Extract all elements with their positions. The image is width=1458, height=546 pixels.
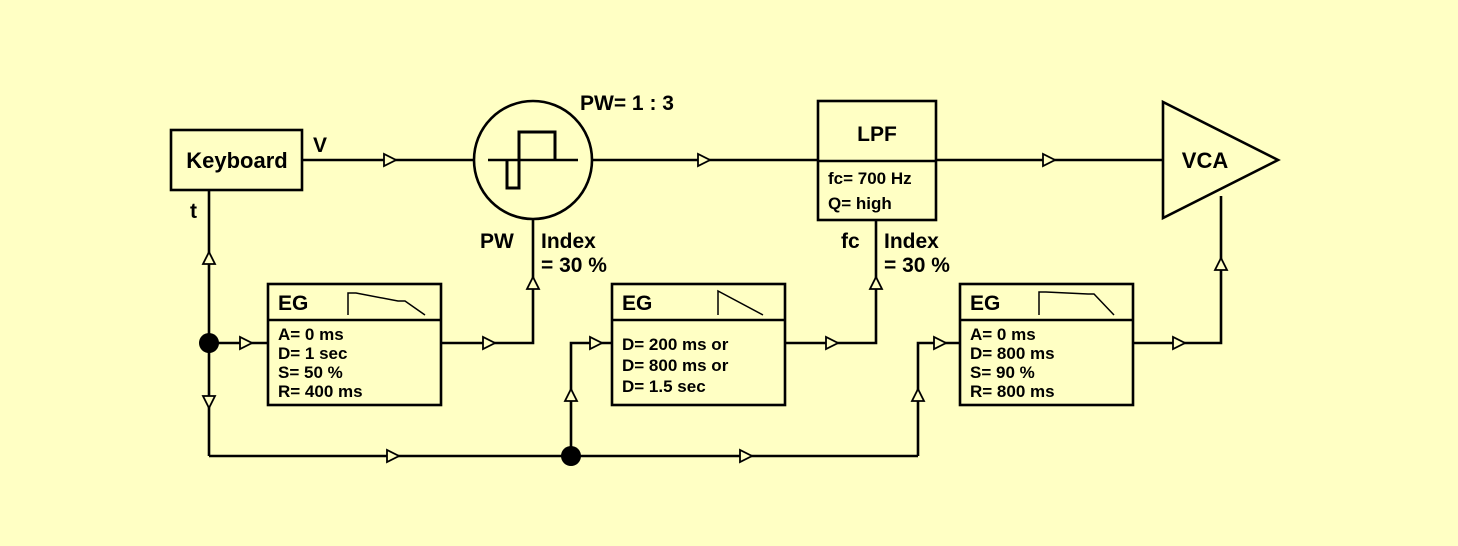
- eg3-title: EG: [970, 292, 1000, 315]
- eg1-sustain: S= 50 %: [278, 363, 343, 382]
- arrow-up-icon: [525, 274, 541, 290]
- keyboard-box: [169, 128, 304, 192]
- keyboard-label: Keyboard: [186, 148, 287, 173]
- eg2-decay-medium: D= 800 ms or: [622, 356, 729, 375]
- lpf-title: LPF: [857, 123, 897, 146]
- arrow-up-icon: [910, 386, 926, 402]
- oscillator-circle: [472, 99, 594, 221]
- eg1-box: [266, 282, 443, 407]
- arrow-up-icon: [868, 274, 884, 290]
- envelope-generator-3: EG A= 0 ms D= 800 ms S= 90 % R= 800 ms: [958, 282, 1135, 407]
- oscillator-block: PW= 1 : 3 PW Index = 30 %: [472, 92, 674, 277]
- arrow-right-icon: [1172, 335, 1188, 351]
- osc-index-label: Index: [541, 230, 596, 253]
- arrow-up-icon: [1213, 255, 1229, 271]
- decay-envelope-icon: [717, 289, 764, 316]
- eg2-title: EG: [622, 292, 652, 315]
- pitch-output-label: V: [313, 134, 327, 157]
- wire-eg2-to-lpf-fc: [785, 220, 878, 345]
- wire-eg1-to-osc-pw: [441, 220, 535, 345]
- keyboard-block: Keyboard V t: [169, 128, 327, 223]
- vca-block: VCA: [1161, 99, 1281, 221]
- eg1-title: EG: [278, 292, 308, 315]
- arrow-right-icon: [739, 448, 755, 464]
- eg3-sustain: S= 90 %: [970, 363, 1035, 382]
- osc-index-value: = 30 %: [541, 254, 607, 277]
- eg1-decay: D= 1 sec: [278, 344, 347, 363]
- osc-mod-target-label: PW: [480, 230, 514, 253]
- arrow-up-icon: [563, 386, 579, 402]
- eg3-attack: A= 0 ms: [970, 325, 1036, 344]
- arrow-right-icon: [482, 335, 498, 351]
- eg3-release: R= 800 ms: [970, 382, 1055, 401]
- arrow-right-icon: [589, 335, 605, 351]
- arrow-right-icon: [1042, 152, 1058, 168]
- arrow-down-icon: [201, 395, 217, 411]
- pulse-width-ratio: PW= 1 : 3: [580, 92, 674, 115]
- eg1-attack: A= 0 ms: [278, 325, 344, 344]
- lpf-index-value: = 30 %: [884, 254, 950, 277]
- adsr-envelope-icon: [347, 292, 426, 316]
- lpf-resonance: Q= high: [828, 194, 892, 213]
- lpf-cutoff: fc= 700 Hz: [828, 169, 912, 188]
- arrow-right-icon: [825, 335, 841, 351]
- eg2-decay-long: D= 1.5 sec: [622, 377, 706, 396]
- arrow-right-icon: [239, 335, 255, 351]
- vca-label: VCA: [1182, 148, 1229, 173]
- envelope-generator-2: EG D= 200 ms or D= 800 ms or D= 1.5 sec: [610, 282, 787, 407]
- envelope-generator-1: EG A= 0 ms D= 1 sec S= 50 % R= 400 ms: [266, 282, 443, 407]
- wire-gate-to-eg3: [916, 341, 960, 456]
- lpf-block: LPF fc= 700 Hz Q= high fc Index = 30 %: [816, 99, 950, 277]
- adsr-envelope-icon: [1038, 291, 1115, 316]
- junction-dot: [199, 333, 219, 353]
- arrow-right-icon: [697, 152, 713, 168]
- arrow-up-icon: [201, 249, 217, 265]
- arrow-right-icon: [383, 152, 399, 168]
- lpf-index-label: Index: [884, 230, 939, 253]
- junction-dot: [561, 446, 581, 466]
- arrow-right-icon: [386, 448, 402, 464]
- arrow-right-icon: [933, 335, 949, 351]
- eg1-release: R= 400 ms: [278, 382, 363, 401]
- eg2-box: [610, 282, 787, 407]
- gate-output-label: t: [190, 200, 197, 223]
- pulse-wave-icon: [505, 130, 557, 190]
- wires: [207, 158, 1223, 458]
- eg3-box: [958, 282, 1135, 407]
- arrowheads: [201, 152, 1229, 464]
- vca-triangle: [1161, 99, 1281, 221]
- lpf-mod-target-label: fc: [841, 230, 860, 253]
- eg3-decay: D= 800 ms: [970, 344, 1055, 363]
- eg2-decay-short: D= 200 ms or: [622, 335, 729, 354]
- wire-eg3-to-vca: [1133, 196, 1223, 345]
